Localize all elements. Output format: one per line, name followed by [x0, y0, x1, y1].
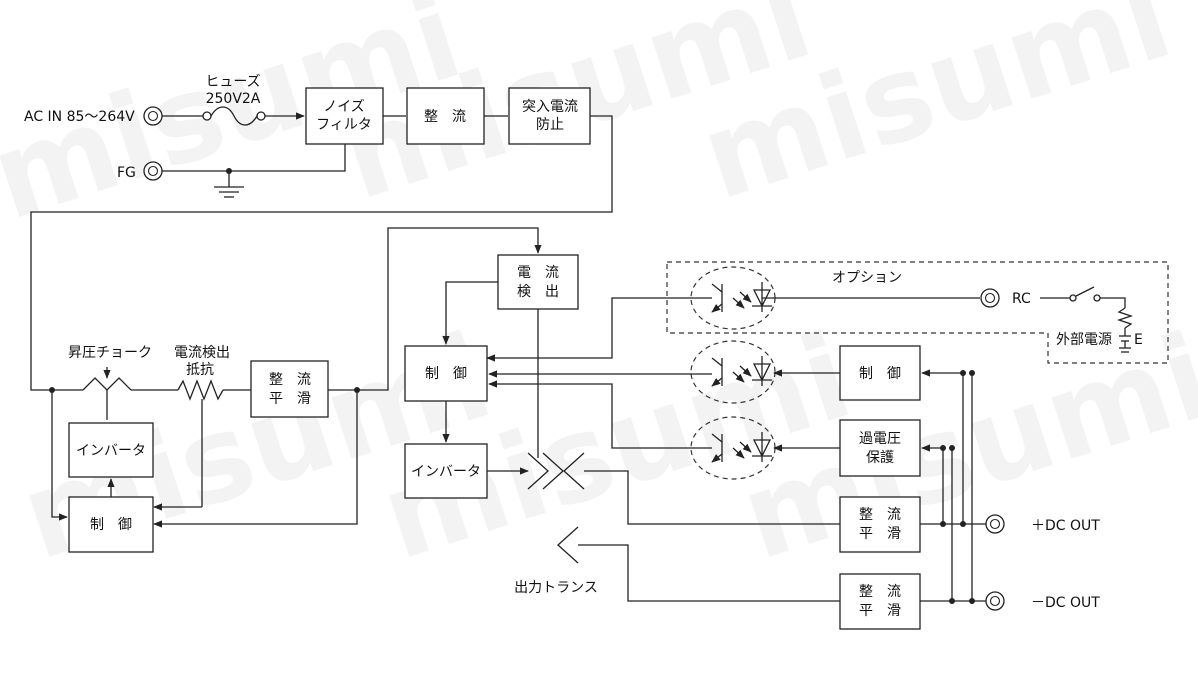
inrush-line2: 防止 — [536, 117, 564, 133]
rect-smooth-block-3 — [839, 573, 921, 630]
current-detect-resistor-icon — [177, 379, 224, 401]
boost-choke-label: 昇圧チョーク — [68, 345, 152, 361]
current-detect-line2: 検 出 — [517, 284, 559, 300]
control-1-label: 制 御 — [90, 517, 132, 533]
external-power-icon — [1116, 307, 1134, 353]
ground-icon — [214, 171, 244, 198]
current-detect-line1: 電 流 — [517, 265, 559, 281]
inverter-2-label: インバータ — [411, 464, 481, 480]
noise-filter-line2: フィルタ — [316, 117, 372, 133]
overvoltage-line1: 過電圧 — [859, 431, 901, 447]
rect-smooth-1-line1: 整 流 — [269, 372, 311, 388]
fg-label: FG — [117, 165, 136, 181]
inrush-prevent-block — [508, 87, 591, 145]
inrush-line1: 突入電流 — [522, 99, 578, 115]
noise-filter-block — [305, 87, 384, 145]
control-block-1 — [68, 496, 154, 553]
rectifier-1-label: 整 流 — [424, 109, 466, 125]
noise-filter-line1: ノイズ — [323, 99, 365, 115]
rect-smooth-3-line2: 平 滑 — [859, 602, 901, 619]
ac-in-label: AC IN 85～264V — [24, 109, 135, 125]
fuse-rating: 250V2A — [206, 91, 261, 107]
control-2-label: 制 御 — [425, 366, 467, 382]
rect-smooth-block-1 — [250, 360, 329, 418]
boost-choke-icon — [82, 377, 132, 391]
overvoltage-line2: 保護 — [866, 450, 894, 466]
control-block-3 — [839, 345, 921, 401]
rect-smooth-1-line2: 平 滑 — [269, 390, 311, 407]
external-power-label: 外部電源 — [1056, 332, 1112, 348]
fuse-title: ヒューズ — [205, 74, 260, 90]
rectifier-block-1 — [406, 87, 485, 145]
rect-smooth-2-line2: 平 滑 — [859, 525, 901, 542]
dc-out-plus-label: ＋DC OUT — [1031, 518, 1100, 534]
control-block-2 — [404, 345, 488, 402]
option-label: オプション — [832, 270, 902, 286]
inverter-1-label: インバータ — [76, 443, 146, 459]
photocoupler-icon — [690, 416, 776, 480]
inverter-block-2 — [404, 443, 488, 499]
current-detect-block — [497, 254, 579, 310]
rect-smooth-3-line1: 整 流 — [859, 584, 901, 600]
resistor-label-2: 抵抗 — [186, 362, 214, 378]
rc-label: RC — [1012, 291, 1031, 307]
control-3-label: 制 御 — [859, 366, 901, 382]
rect-smooth-2-line1: 整 流 — [859, 507, 901, 523]
e-label: E — [1134, 332, 1143, 348]
output-transformer-label: 出力トランス — [514, 580, 598, 596]
resistor-label-1: 電流検出 — [174, 345, 230, 361]
fuse-icon — [202, 106, 266, 126]
switch-icon — [1040, 286, 1126, 308]
rect-smooth-block-2 — [839, 496, 921, 553]
output-transformer-icon — [527, 452, 585, 564]
dc-out-minus-label: －DC OUT — [1031, 595, 1100, 611]
inverter-block-1 — [68, 422, 154, 478]
overvoltage-block — [839, 419, 921, 477]
